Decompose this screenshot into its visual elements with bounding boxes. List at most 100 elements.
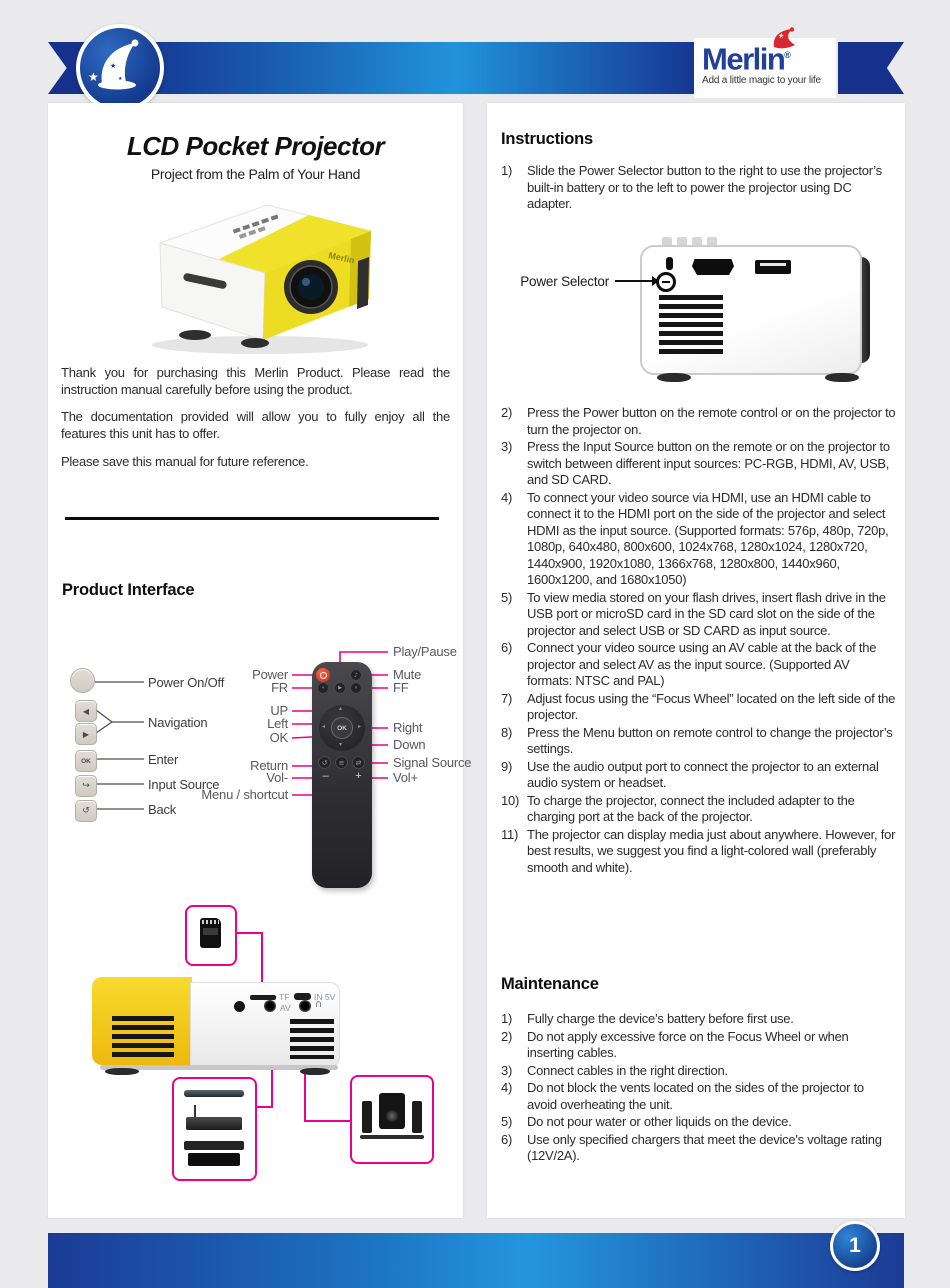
device-enter-button: OK <box>75 750 97 772</box>
input-source-icon: ↪ <box>82 781 90 791</box>
remote-label-mute: Mute <box>393 667 422 682</box>
hdmi-port <box>692 259 734 275</box>
item-number: 1) <box>501 1011 513 1026</box>
remote-menu-button: ≡ <box>335 756 348 769</box>
speaker-right-icon <box>412 1101 422 1133</box>
item-number: 8) <box>501 724 513 740</box>
intro-paragraph: The documentation provided will allow yo… <box>61 409 450 441</box>
remote-label-vol-minus: Vol- <box>266 770 288 785</box>
brand-tagline: Add a little magic to your life <box>702 75 821 87</box>
device-back-button: ↺ <box>75 800 97 822</box>
svg-text:★: ★ <box>88 70 99 84</box>
intro-paragraphs: Thank you for purchasing this Merlin Pro… <box>61 365 450 481</box>
red-wizard-hat-icon: ★ <box>773 27 795 49</box>
instruction-item: 4)To connect your video source via HDMI,… <box>501 490 897 589</box>
remote-label-play-pause: Play/Pause <box>393 644 457 659</box>
device-input-source-button: ↪ <box>75 775 97 797</box>
item-number: 5) <box>501 1114 513 1129</box>
item-number: 4) <box>501 489 513 505</box>
item-text: Press the Input Source button on the rem… <box>527 439 890 487</box>
header-ribbon-bar <box>112 42 704 94</box>
item-number: 7) <box>501 690 513 706</box>
item-number: 2) <box>501 1028 513 1044</box>
left-arrow-icon: ◀ <box>82 706 90 716</box>
power-selector-switch <box>656 272 676 292</box>
in-5v-label: IN 5V <box>314 992 336 1002</box>
remote-play-pause-button: ▶ <box>334 682 346 694</box>
microsd-callout-box <box>185 905 237 966</box>
product-interface-heading: Product Interface <box>62 581 195 599</box>
right-column: Instructions 1)Slide the Power Selector … <box>487 103 905 1218</box>
av-jack <box>264 1000 276 1012</box>
maintenance-item: 1)Fully charge the device’s battery befo… <box>501 1011 897 1028</box>
remote-label-signal-source: Signal Source <box>393 755 472 770</box>
top-button <box>707 237 717 246</box>
wizard-hat-icon: ★ ★ ★ <box>88 39 139 90</box>
reset-hole <box>234 1001 245 1012</box>
svg-text:★: ★ <box>110 62 116 70</box>
interface-diagram: ◀ ▶ OK ↪ ↺ Power On/Off Navigation Enter… <box>48 640 472 902</box>
tf-card-slot <box>250 995 276 1000</box>
remote-label-ff: FF <box>393 680 409 695</box>
speaker-left-icon <box>362 1101 372 1133</box>
instruction-item: 11)The projector can display media just … <box>501 827 897 877</box>
product-subtitle: Project from the Palm of Your Hand <box>150 166 361 182</box>
page-number-badge: 1 <box>830 1221 880 1271</box>
item-text: Connect your video source using an AV ca… <box>527 640 877 688</box>
dpad-down-icon: ▾ <box>339 741 343 748</box>
remote-label-menu-shortcut: Menu / shortcut <box>201 787 288 802</box>
instruction-item: 2)Press the Power button on the remote c… <box>501 405 897 438</box>
instruction-item: 7)Adjust focus using the “Focus Wheel” l… <box>501 691 897 724</box>
dpad-up-icon: ▴ <box>339 705 343 712</box>
remote-return-button: ↺ <box>318 756 331 769</box>
item-number: 6) <box>501 1131 513 1147</box>
speakers-callout-box <box>350 1075 434 1164</box>
brand-logo-box: Merlin® ★ Add a little magic to your lif… <box>694 27 836 98</box>
side-view-figure: Power Selector <box>487 235 905 403</box>
remote-ok-button: OK <box>331 717 353 739</box>
item-text: Use only specified chargers that meet th… <box>527 1131 882 1164</box>
item-number: 3) <box>501 1062 513 1078</box>
rewind-icon: « <box>321 685 325 691</box>
remote-label-fr: FR <box>271 680 288 695</box>
brand-text: Merlin <box>702 41 786 77</box>
svg-text:★: ★ <box>778 32 784 40</box>
item-number: 5) <box>501 589 513 605</box>
product-photo: Merlin <box>115 185 395 360</box>
instruction-item: 5)To view media stored on your flash dri… <box>501 590 897 640</box>
dpad-left-icon: ◂ <box>322 723 326 730</box>
tf-label: TF <box>279 992 290 1002</box>
remote-control <box>312 662 372 888</box>
subwoofer-icon <box>379 1093 405 1129</box>
signal-source-icon: ⇄ <box>355 758 362 767</box>
item-text: Do not block the vents located on the si… <box>527 1080 864 1112</box>
item-number: 3) <box>501 439 513 454</box>
device-nav-right-button: ▶ <box>75 723 97 745</box>
item-text: Press the Power button on the remote con… <box>527 405 896 437</box>
instruction-item: 6)Connect your video source using an AV … <box>501 640 897 690</box>
maintenance-item: 5)Do not pour water or other liquids on … <box>501 1114 897 1131</box>
remote-label-vol-plus: Vol+ <box>393 770 418 785</box>
av-devices-callout-box <box>172 1077 257 1181</box>
remote-fr-button: « <box>317 682 329 694</box>
return-icon: ↺ <box>321 758 328 767</box>
power-icon <box>319 671 327 679</box>
fast-forward-icon: » <box>354 685 358 691</box>
remote-signal-source-button: ⇄ <box>352 756 365 769</box>
top-button <box>677 237 687 246</box>
instructions-list-top: 1)Slide the Power Selector button to the… <box>501 163 893 214</box>
headphone-icon: ∩ <box>315 999 323 1010</box>
microsd-card-icon <box>200 918 221 948</box>
mute-icon: ♪ <box>354 671 358 679</box>
device-label-enter: Enter <box>148 752 179 767</box>
brand-name: Merlin® ★ <box>702 27 795 77</box>
instruction-item: 10)To charge the projector, connect the … <box>501 793 897 826</box>
instruction-item: 3) Press the Input Source button on the r… <box>501 439 897 489</box>
remote-label-up: UP <box>270 703 288 718</box>
device-label-back: Back <box>148 802 177 817</box>
game-console-icon <box>188 1153 240 1166</box>
remote-vol-plus-button: + <box>355 770 362 782</box>
device-power-button <box>70 668 95 693</box>
microsd-pins <box>202 920 219 924</box>
maintenance-item: 3)Connect cables in the right direction. <box>501 1063 897 1080</box>
